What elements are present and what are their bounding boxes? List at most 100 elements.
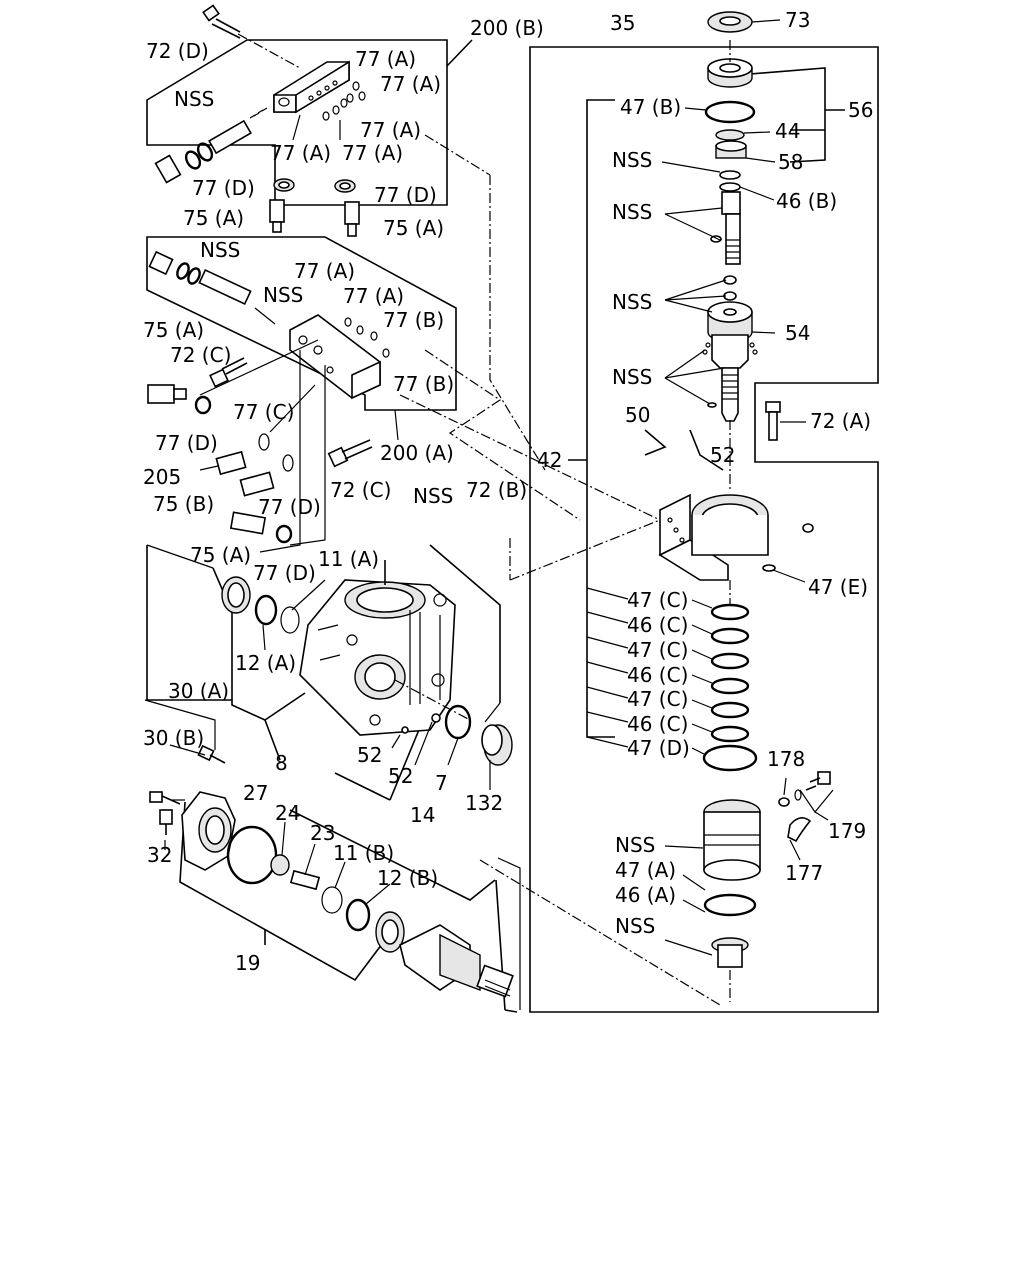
plug-bottom (711, 937, 749, 968)
label-nss: NSS (174, 87, 214, 111)
seal-ring-stack (702, 603, 758, 772)
bolt-72a (765, 401, 781, 441)
label-58: 58 (778, 150, 803, 174)
label-nss: NSS (263, 283, 303, 307)
label-12b: 12 (B) (377, 866, 438, 890)
group-42-bracket (586, 99, 615, 738)
label-nss: NSS (413, 484, 453, 508)
label-24: 24 (275, 801, 300, 825)
valve-rotor-54 (702, 275, 758, 422)
label-205: 205 (143, 465, 181, 489)
label-nss: NSS (612, 200, 652, 224)
label-56: 56 (848, 98, 873, 122)
label-178: 178 (767, 747, 805, 771)
label-nss: NSS (612, 290, 652, 314)
fitting-75a-3 (147, 384, 187, 404)
label-35: 35 (610, 11, 635, 35)
label-27: 27 (243, 781, 268, 805)
washer-73 (707, 11, 753, 33)
label-23: 23 (310, 821, 335, 845)
bolt-30b (149, 791, 181, 805)
label-8: 8 (275, 751, 288, 775)
bearing-12b (375, 911, 405, 953)
label-46c: 46 (C) (627, 712, 688, 736)
label-77d: 77 (D) (253, 561, 316, 585)
bolt-72c-1 (209, 357, 248, 388)
label-47e: 47 (E) (808, 575, 868, 599)
label-75b: 75 (B) (153, 492, 214, 516)
label-77a: 77 (A) (380, 72, 441, 96)
label-47c: 47 (C) (627, 638, 688, 662)
label-72a: 72 (A) (810, 409, 871, 433)
label-47c: 47 (C) (627, 588, 688, 612)
label-nss: NSS (200, 238, 240, 262)
label-nss: NSS (612, 365, 652, 389)
group-200a-outline (146, 236, 457, 411)
bearing-11a-12a (221, 576, 300, 634)
label-75a: 75 (A) (143, 318, 204, 342)
label-52: 52 (710, 443, 735, 467)
label-75a: 75 (A) (183, 206, 244, 230)
gear-housing-8 (299, 579, 456, 736)
label-30b: 30 (B) (143, 726, 204, 750)
label-32: 32 (147, 843, 172, 867)
label-77a: 77 (A) (294, 259, 355, 283)
label-75a: 75 (A) (190, 543, 251, 567)
label-177: 177 (785, 861, 823, 885)
label-50: 50 (625, 403, 650, 427)
label-11b: 11 (B) (333, 841, 394, 865)
fitting-75a-1 (269, 199, 285, 233)
label-77a: 77 (A) (270, 141, 331, 165)
group-200b-outline (146, 39, 448, 206)
group-35-outline (529, 46, 879, 1013)
spool-valve-200b (154, 107, 268, 184)
label-77a: 77 (A) (343, 284, 404, 308)
cover-27 (181, 791, 278, 885)
label-77c: 77 (C) (233, 400, 294, 424)
label-nss: NSS (615, 914, 655, 938)
label-77b: 77 (B) (383, 308, 444, 332)
label-47b: 47 (B) (620, 95, 681, 119)
label-14: 14 (410, 803, 435, 827)
label-77a: 77 (A) (355, 47, 416, 71)
part-labels: 72 (D) 200 (B) 35 73 NSS 77 (A) 77 (A) 7… (143, 8, 873, 975)
label-75a: 75 (A) (383, 216, 444, 240)
label-200a: 200 (A) (380, 441, 454, 465)
label-46c: 46 (C) (627, 613, 688, 637)
label-46b: 46 (B) (776, 189, 837, 213)
nut-32 (159, 809, 173, 835)
bolt-72d (202, 4, 241, 39)
spool-valve-200a (148, 250, 276, 325)
fitting-205 (199, 450, 247, 476)
label-19: 19 (235, 951, 260, 975)
adjuster-24-23 (270, 854, 321, 891)
label-11a: 11 (A) (318, 547, 379, 571)
fitting-75a-4 (229, 511, 267, 535)
label-52: 52 (388, 764, 413, 788)
label-47c: 47 (C) (627, 687, 688, 711)
valve-block-200b (273, 60, 350, 114)
seal-top (707, 58, 753, 88)
bolt-72c-2 (327, 439, 373, 468)
label-44: 44 (775, 119, 800, 143)
label-30a: 30 (A) (168, 679, 229, 703)
label-200b: 200 (B) (470, 16, 544, 40)
label-54: 54 (785, 321, 810, 345)
label-52: 52 (357, 743, 382, 767)
label-72b: 72 (B) (466, 478, 527, 502)
label-7: 7 (435, 771, 448, 795)
label-77d: 77 (D) (155, 431, 218, 455)
label-46a: 46 (A) (615, 883, 676, 907)
o-rings-77a-top (322, 81, 366, 121)
housing-52 (658, 493, 769, 581)
label-132: 132 (465, 791, 503, 815)
label-77a: 77 (A) (342, 141, 403, 165)
input-shaft (721, 191, 741, 265)
valve-block-200a (289, 314, 381, 400)
bolt-30a (197, 744, 226, 764)
bearing-58 (715, 140, 747, 159)
label-47d: 47 (D) (627, 736, 690, 760)
label-77b: 77 (B) (393, 372, 454, 396)
label-77a: 77 (A) (360, 118, 421, 142)
